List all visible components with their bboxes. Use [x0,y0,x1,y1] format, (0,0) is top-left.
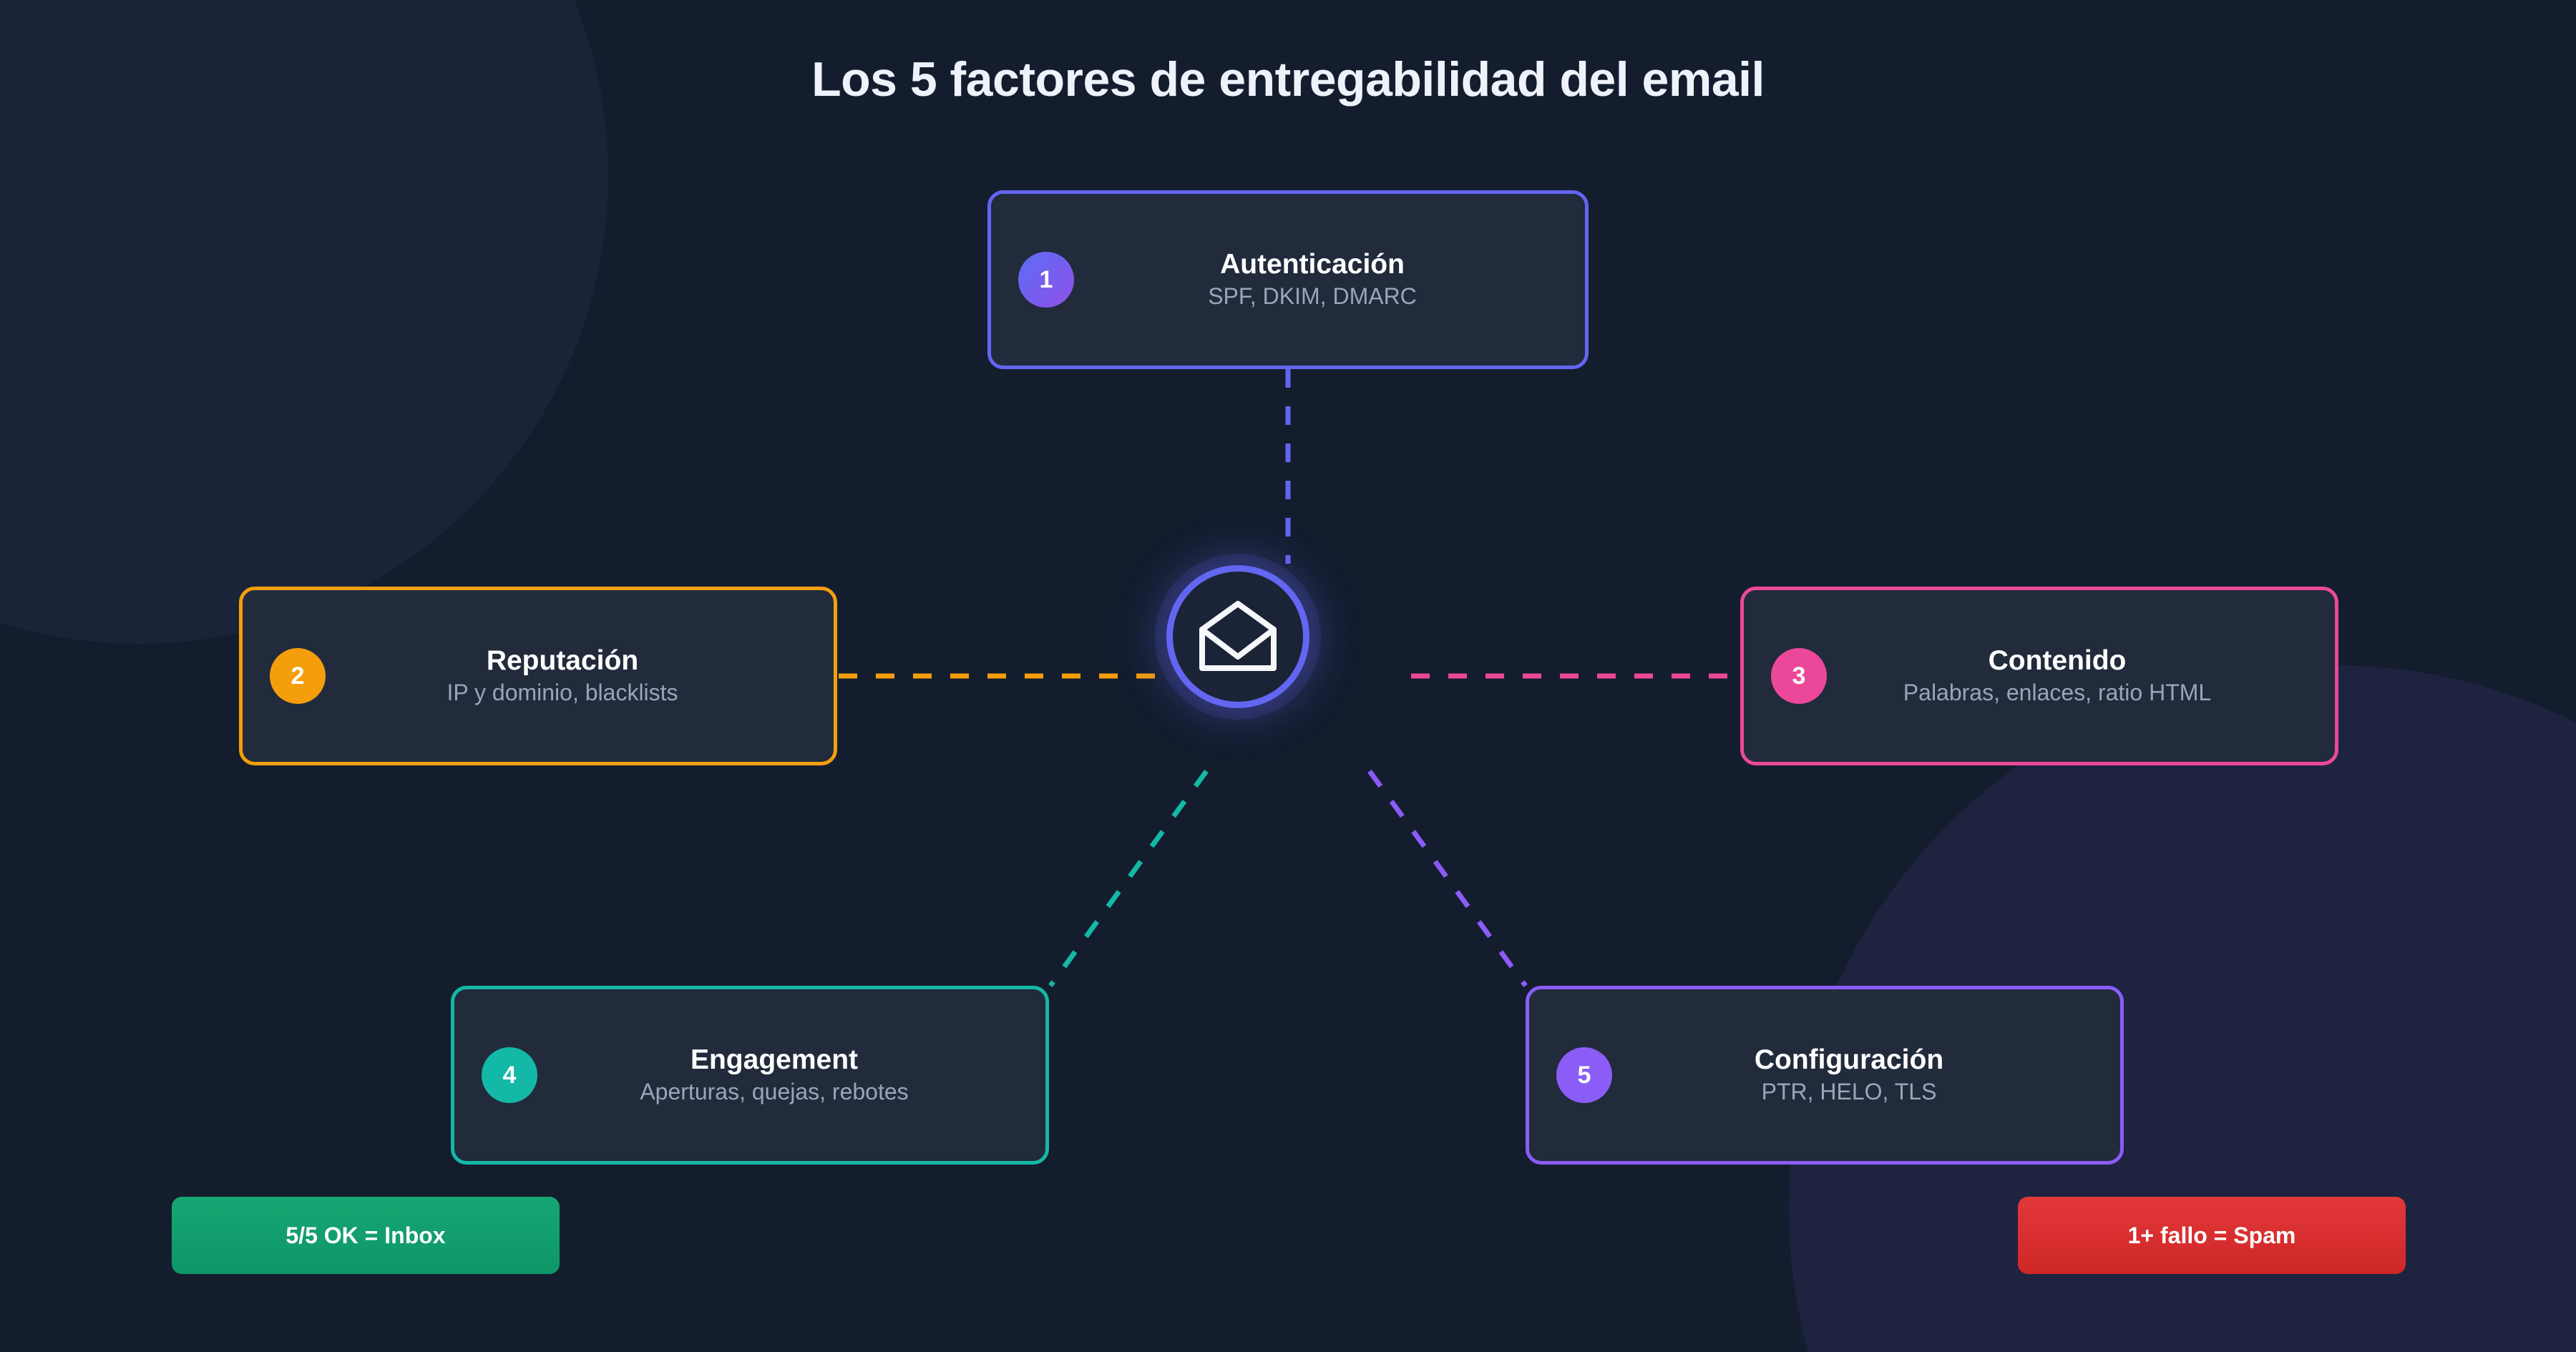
factor-card-authentication[interactable]: 1 Autenticación SPF, DKIM, DMARC [987,190,1589,369]
email-hub [1166,565,1309,708]
factor-subtitle: Aperturas, quejas, rebotes [640,1078,909,1104]
factor-number-badge: 2 [270,648,326,704]
connector-hub-to-factor-4 [1048,769,1209,988]
factor-title: Contenido [1988,645,2127,676]
outcome-badge-inbox: 5/5 OK = Inbox [172,1197,560,1274]
factor-card-engagement[interactable]: 4 Engagement Aperturas, quejas, rebotes [451,986,1049,1165]
factor-number-badge: 5 [1556,1047,1612,1103]
factor-subtitle: PTR, HELO, TLS [1761,1078,1937,1104]
outcome-badge-spam: 1+ fallo = Spam [2018,1197,2406,1274]
factor-card-content[interactable]: 3 Contenido Palabras, enlaces, ratio HTM… [1740,587,2338,765]
factor-title: Autenticación [1220,248,1405,280]
factor-card-text: Autenticación SPF, DKIM, DMARC [1067,248,1558,312]
factor-card-text: Engagement Aperturas, quejas, rebotes [530,1044,1018,1107]
factor-card-text: Reputación IP y dominio, blacklists [318,645,806,708]
factor-subtitle: Palabras, enlaces, ratio HTML [1903,679,2212,705]
factor-subtitle: IP y dominio, blacklists [447,679,678,705]
factor-title: Configuración [1754,1044,1944,1075]
factor-number-badge: 4 [482,1047,537,1103]
factor-title: Reputación [486,645,639,676]
envelope-open-icon [1198,601,1278,672]
factor-title: Engagement [690,1044,859,1075]
factor-card-text: Contenido Palabras, enlaces, ratio HTML [1807,645,2308,708]
page-title: Los 5 factores de entregabilidad del ema… [811,52,1765,107]
factor-card-configuration[interactable]: 5 Configuración PTR, HELO, TLS [1526,986,2124,1165]
factor-card-text: Configuración PTR, HELO, TLS [1605,1044,2093,1107]
factor-card-reputation[interactable]: 2 Reputación IP y dominio, blacklists [239,587,837,765]
factor-subtitle: SPF, DKIM, DMARC [1208,283,1417,309]
factor-number-badge: 3 [1771,648,1827,704]
factor-number-badge: 1 [1018,252,1074,308]
connector-hub-to-factor-5 [1367,769,1528,988]
